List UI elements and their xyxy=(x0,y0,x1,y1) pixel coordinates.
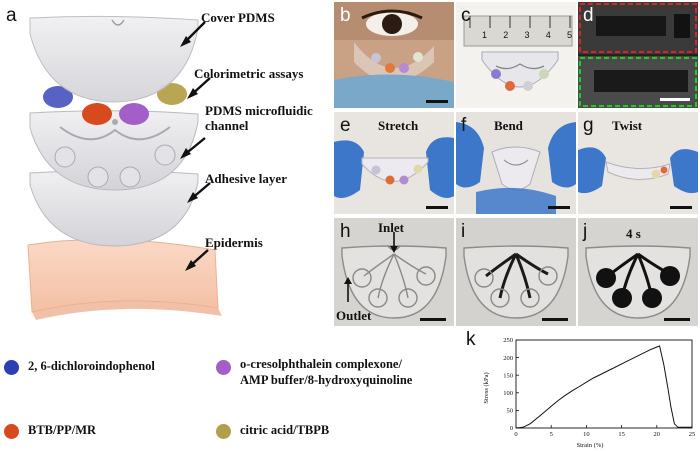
legend-swatch-2 xyxy=(4,424,19,439)
y-tick-label-5: 250 xyxy=(503,337,513,344)
scale-bar-h xyxy=(420,318,446,321)
panel-label-a: a xyxy=(6,5,17,26)
photo-panel-j xyxy=(578,218,698,326)
layer-label-cover-pdms: Cover PDMS xyxy=(201,10,275,25)
scale-bar-b xyxy=(426,100,448,103)
epidermis-layer xyxy=(27,239,222,320)
legend-swatch-3 xyxy=(216,424,231,439)
photo-panel-c xyxy=(456,2,576,108)
layer-label-adhesive: Adhesive layer xyxy=(205,171,287,186)
microfluidic-channel-layer xyxy=(29,110,199,191)
panel-label-c: c xyxy=(461,5,471,26)
ruler-ticks: 1 2 3 4 5 xyxy=(482,30,572,40)
deformation-label-twist: Twist xyxy=(612,118,643,133)
x-axis-label: Strain (%) xyxy=(577,442,604,449)
y-tick-label-2: 100 xyxy=(503,390,513,397)
y-tick-label-0: 0 xyxy=(510,425,513,432)
legend-label-1-line1: o-cresolphthalein complexone/ xyxy=(240,357,402,371)
scale-bar-e xyxy=(426,206,448,209)
photo-panel-f xyxy=(456,112,576,214)
x-tick-label-2: 10 xyxy=(583,431,590,438)
photo-panel-d xyxy=(578,2,698,108)
x-tick-label-4: 20 xyxy=(654,431,661,438)
panel-label-e: e xyxy=(340,115,351,136)
photo-panel-g xyxy=(578,112,698,214)
deformation-label-bend: Bend xyxy=(494,118,523,133)
cover-pdms-layer xyxy=(29,15,199,103)
panel-label-f: f xyxy=(461,115,467,136)
scale-bar-d xyxy=(660,98,690,101)
y-axis-label: Stress (kPa) xyxy=(483,372,490,403)
photo-panel-b xyxy=(334,2,454,108)
exploded-layer-diagram xyxy=(27,15,222,320)
series-line-0 xyxy=(515,345,692,429)
panel-label-d: d xyxy=(583,5,594,26)
scale-bar-i xyxy=(542,318,568,321)
legend-label-0: 2, 6-dichloroindophenol xyxy=(28,359,155,373)
layer-label-colorimetric-assays: Colorimetric assays xyxy=(194,66,304,81)
colorimetric-assay-dots xyxy=(43,83,187,125)
scale-bar-j xyxy=(664,318,690,321)
inlet-label: Inlet xyxy=(378,220,404,235)
x-tick-label-1: 5 xyxy=(550,431,553,438)
elapsed-time-label: 4 s xyxy=(626,226,641,241)
legend-swatch-1 xyxy=(216,360,231,375)
photo-panel-h xyxy=(334,218,454,326)
panel-label-b: b xyxy=(340,5,351,26)
x-tick-label-5: 25 xyxy=(689,431,696,438)
photo-panel-e xyxy=(334,112,454,214)
x-tick-label-3: 15 xyxy=(618,431,625,438)
panel-label-k: k xyxy=(466,329,476,350)
panel-label-j: j xyxy=(583,221,588,242)
panel-label-g: g xyxy=(583,115,594,136)
photo-panel-i xyxy=(456,218,576,326)
legend-label-1-line2: AMP buffer/8-hydroxyquinoline xyxy=(240,373,413,388)
y-tick-label-1: 50 xyxy=(507,408,514,415)
outlet-label: Outlet xyxy=(336,308,372,323)
legend-label-2: BTB/PP/MR xyxy=(28,423,97,437)
legend-label-1: o-cresolphthalein complexone/ AMP buffer… xyxy=(240,356,412,389)
layer-label-microfluidic-channel: PDMS microfluidic channel xyxy=(205,103,313,133)
legend-swatch-0 xyxy=(4,360,19,375)
panel-label-h: h xyxy=(340,221,351,242)
scale-bar-f xyxy=(548,206,570,209)
deformation-label-stretch: Stretch xyxy=(378,118,419,133)
plot-frame xyxy=(515,339,693,429)
x-tick-label-0: 0 xyxy=(514,431,517,438)
layer-label-epidermis: Epidermis xyxy=(205,235,263,250)
panel-label-i: i xyxy=(461,221,466,242)
y-tick-label-4: 200 xyxy=(503,355,513,362)
legend-label-3: citric acid/TBPB xyxy=(240,423,330,437)
y-tick-label-3: 150 xyxy=(503,372,513,379)
scale-bar-g xyxy=(670,206,692,209)
